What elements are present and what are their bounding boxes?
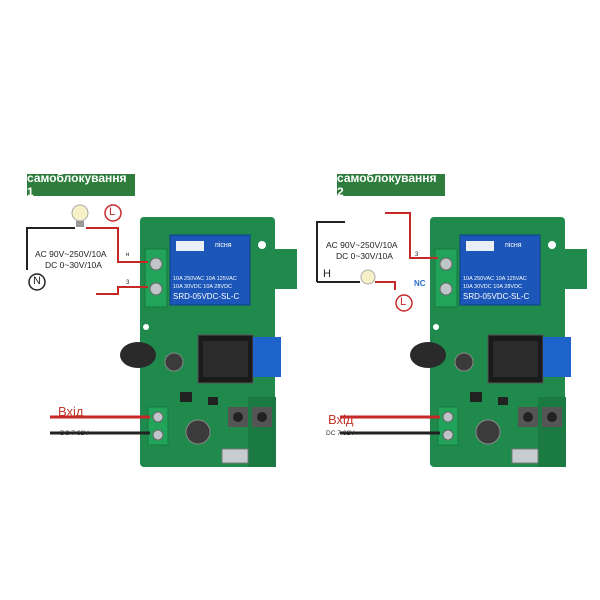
right-spec-line1: AC 90V~250V/10A xyxy=(326,240,398,250)
left-relay-line-a: 10A 250VAC 10A 125VAC xyxy=(173,276,237,282)
left-pin-bottom: 3 xyxy=(126,280,130,286)
right-L-letter: L xyxy=(400,296,407,308)
right-relay-line-a: 10A 250VAC 10A 125VAC xyxy=(463,276,527,282)
right-L-terminal-icon xyxy=(395,294,413,312)
left-wiring xyxy=(26,227,150,435)
left-N-letter: N xyxy=(33,275,41,287)
right-pin-top: 3 xyxy=(415,252,419,258)
left-input-voltage: DC 7-32V xyxy=(60,430,89,437)
left-L-letter: L xyxy=(109,206,116,218)
right-relay-model: SRD-05VDC-SL-C xyxy=(463,292,530,301)
left-spec-line2: DC 0~30V/10A xyxy=(45,260,102,270)
right-N-letter: Н xyxy=(323,268,331,280)
left-relay-model: SRD-05VDC-SL-C xyxy=(173,292,240,301)
right-bulb-icon xyxy=(360,269,376,285)
left-spec-line1: AC 90V~250V/10A xyxy=(35,249,107,259)
left-board xyxy=(119,216,298,468)
right-relay-brand: пісня xyxy=(505,242,522,249)
left-heading: самоблокування 1 xyxy=(27,171,135,199)
right-spec-line2: DC 0~30V/10A xyxy=(336,251,393,261)
right-heading: самоблокування 2 xyxy=(337,171,445,199)
right-nc-label: NC xyxy=(414,279,426,288)
left-input-label: Вхід xyxy=(58,404,84,419)
left-L-terminal-icon xyxy=(104,204,122,222)
left-pin-top: н xyxy=(126,252,130,258)
left-relay-brand: пісня xyxy=(215,242,232,249)
right-wiring xyxy=(316,212,440,435)
right-input-voltage: DC 7-32V xyxy=(326,430,355,437)
right-board xyxy=(409,216,588,468)
right-relay-line-b: 10A 30VDC 10A 28VDC xyxy=(463,284,523,290)
left-relay-line-b: 10A 30VDC 10A 28VDC xyxy=(173,284,233,290)
right-input-label: Вхід xyxy=(328,412,354,427)
left-bulb-icon xyxy=(71,204,89,227)
left-N-terminal-icon xyxy=(28,273,46,291)
